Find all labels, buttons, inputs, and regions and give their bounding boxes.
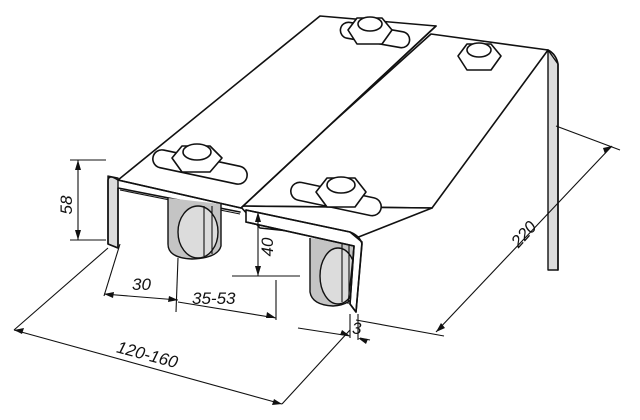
hex-bolt-icon bbox=[171, 143, 223, 173]
dimension-3-label: 3 bbox=[352, 319, 362, 338]
dimension-220-label: 220 bbox=[507, 217, 541, 252]
dimension-40: 40 bbox=[232, 212, 300, 277]
channel-left-wall bbox=[107, 175, 241, 249]
dimension-40-label: 40 bbox=[258, 237, 277, 256]
dimension-58-label: 58 bbox=[57, 195, 76, 214]
hex-bolt-icon bbox=[315, 176, 367, 208]
channel-right-wall bbox=[245, 209, 363, 313]
dimension-58: 58 bbox=[57, 159, 106, 241]
dimension-120-160: 120-160 bbox=[13, 247, 351, 405]
dimension-35-53-label: 35-53 bbox=[192, 289, 236, 308]
hex-bolt-icon bbox=[347, 16, 393, 45]
hex-bolt-icon bbox=[457, 42, 502, 71]
dimension-30-label: 30 bbox=[132, 275, 151, 294]
dimension-35-53: 35-53 bbox=[177, 280, 277, 320]
right-mounting-plate bbox=[239, 33, 559, 271]
dimension-3: 3 bbox=[297, 314, 371, 344]
left-wheel bbox=[167, 198, 222, 260]
dimension-30: 30 bbox=[103, 243, 179, 313]
right-wheel bbox=[309, 238, 357, 307]
